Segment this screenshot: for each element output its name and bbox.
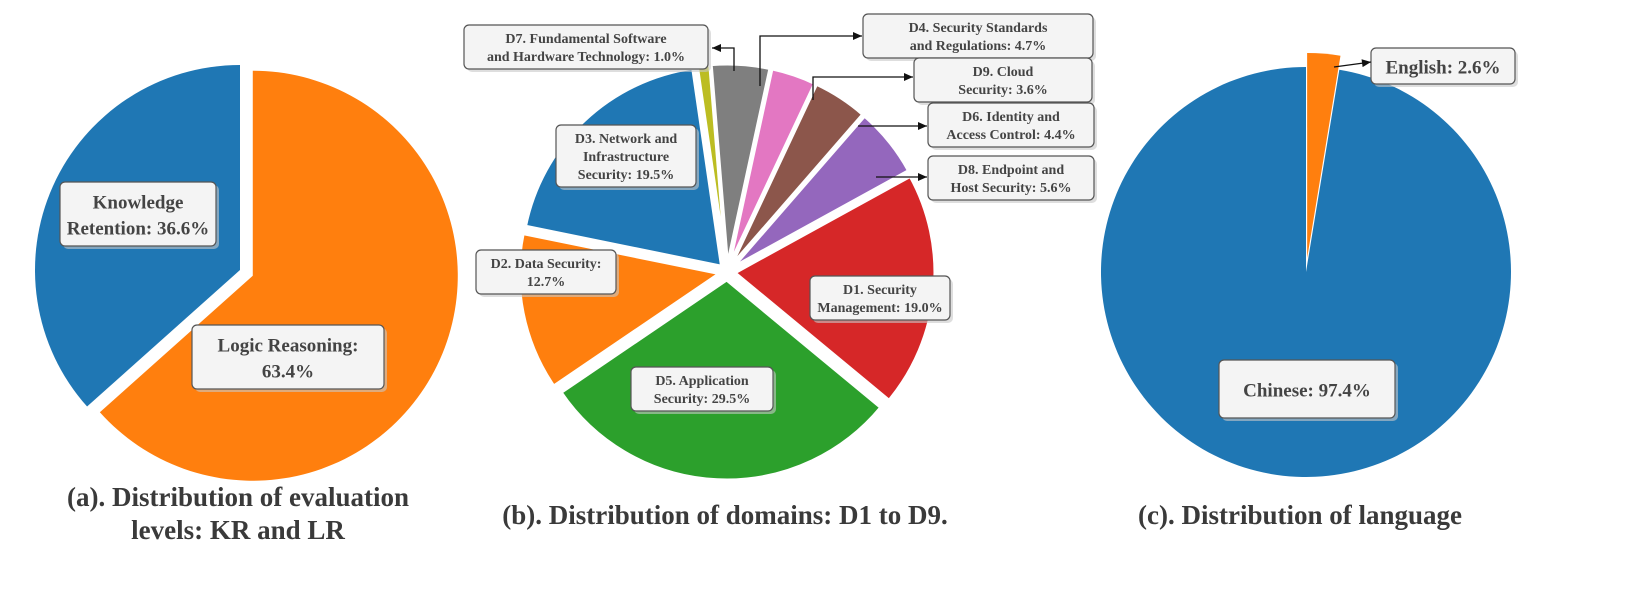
slice-label-text: and Hardware Technology: 1.0% [487, 50, 685, 65]
slice-label-text: D1. Security [843, 283, 917, 298]
pie-slice-d8 [731, 114, 910, 269]
pie-slice-d6 [729, 82, 865, 267]
chart-caption: (c). Distribution of language [1138, 500, 1462, 530]
slice-label-text: D2. Data Security: [491, 257, 602, 272]
slice-label-d2: D2. Data Security: 12.7% [475, 249, 619, 297]
leader-line-d4 [759, 35, 862, 86]
slice-label-text: D8. Endpoint and [958, 163, 1064, 178]
label-box [59, 181, 217, 247]
leader-arrowhead [1361, 59, 1371, 68]
label-box [463, 24, 709, 70]
slice-label-text: Host Security: 5.6% [951, 181, 1072, 196]
leader-arrowhead [918, 173, 927, 181]
pie-slice-d9 [728, 67, 817, 266]
label-box [475, 249, 617, 295]
slice-label-text: Security: 29.5% [654, 392, 750, 407]
slice-label-chinese: Chinese: 97.4% [1218, 359, 1398, 421]
slice-label-text: Knowledge [93, 192, 184, 213]
slice-label-d4: D4. Security Standards and Regulations: 4… [862, 13, 1096, 61]
label-box [555, 124, 697, 188]
slice-label-text: Management: 19.0% [817, 301, 942, 316]
slice-label-text: D5. Application [655, 374, 749, 389]
slice-label-text: Retention: 36.6% [67, 218, 209, 239]
slice-label-text: Infrastructure [583, 150, 669, 165]
chart-caption: levels: KR and LR [131, 515, 345, 545]
chart-caption: (a). Distribution of evaluation [67, 482, 409, 512]
slice-label-text: 63.4% [262, 361, 314, 382]
slice-label-text: D3. Network and [575, 132, 677, 147]
pie-slice-d4 [709, 62, 772, 266]
slice-label-text: D7. Fundamental Software [505, 32, 666, 47]
leader-arrowhead [918, 122, 927, 130]
chart-caption: (b). Distribution of domains: D1 to D9. [502, 500, 948, 530]
label-box [1370, 47, 1516, 85]
pie-slice-chinese [1100, 67, 1511, 477]
pie-chart-language: English: 2.6% Chinese: 97.4% (c). Distribu… [1100, 47, 1518, 530]
leader-arrowhead [712, 44, 721, 52]
slice-label-text: Security: 19.5% [578, 168, 674, 183]
slice-label-english: English: 2.6% [1370, 47, 1518, 87]
label-box [927, 102, 1095, 148]
label-box [630, 366, 774, 412]
slice-label-lr: Logic Reasoning: 63.4% [191, 324, 387, 392]
slice-label-text: Security: 3.6% [958, 83, 1047, 98]
label-box [913, 57, 1093, 103]
slice-label-d7: D7. Fundamental Software and Hardware Tec… [463, 24, 711, 72]
label-box [1218, 359, 1396, 419]
pie-slice-english [1307, 53, 1341, 259]
leader-line-d9 [812, 76, 913, 100]
slice-label-text: D4. Security Standards [909, 21, 1048, 36]
label-box [191, 324, 385, 390]
slice-label-text: Access Control: 4.4% [946, 128, 1075, 143]
slice-label-text: D6. Identity and [962, 110, 1060, 125]
slice-label-text: 12.7% [527, 275, 566, 290]
label-box [809, 275, 951, 321]
slice-label-text: and Regulations: 4.7% [910, 39, 1047, 54]
slice-label-text: Logic Reasoning: [218, 335, 359, 356]
leader-arrowhead [853, 32, 862, 40]
slice-label-text: English: 2.6% [1385, 57, 1500, 78]
slice-label-text: D9. Cloud [973, 65, 1034, 80]
leader-arrowhead [904, 73, 913, 81]
slice-label-text: Chinese: 97.4% [1243, 380, 1371, 401]
label-box [927, 155, 1095, 201]
